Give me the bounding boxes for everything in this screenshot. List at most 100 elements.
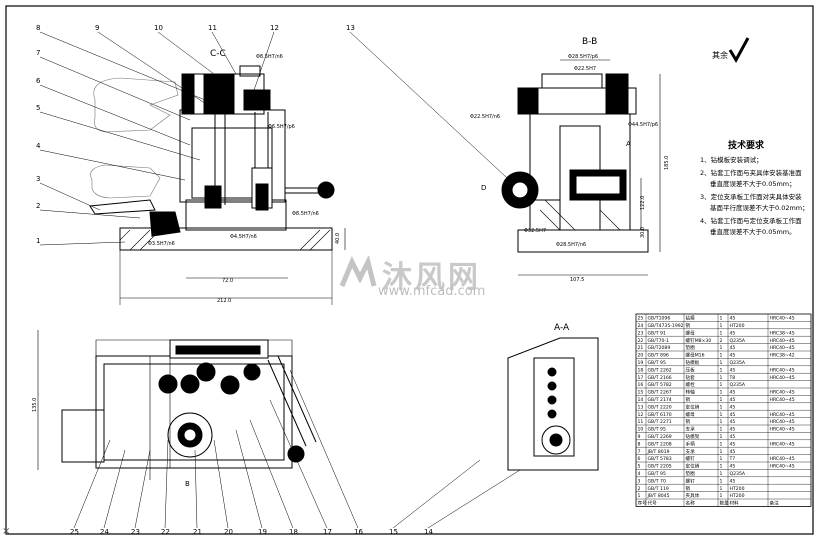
aa-view-label: A-A [554, 323, 570, 333]
svg-text:12: 12 [270, 24, 279, 32]
bom-cell: HRC40~45 [770, 375, 795, 381]
bom-cell: T7 [729, 456, 736, 462]
dim-bb2: Φ22.5H7 [574, 66, 596, 72]
svg-text:9: 9 [95, 24, 99, 32]
bom-cell: 压板 [686, 366, 696, 373]
section-d-mark: D [481, 184, 486, 192]
bb-view-label: B-B [582, 37, 597, 47]
bom-cell: GB/T 2220 [648, 404, 672, 410]
bom-cell: 1 [720, 367, 723, 373]
bom-cell: HRC40~45 [770, 419, 795, 425]
bom-cell: 钻模板 [686, 359, 700, 366]
bom-cell: GB/T 95 [648, 427, 666, 433]
bom-cell: HRC40~45 [770, 427, 795, 433]
bom-cell: 45 [730, 397, 736, 403]
svg-text:1: 1 [36, 237, 40, 245]
bom-cell: 1 [720, 316, 723, 322]
bom-cell: GB/T 95 [648, 360, 666, 366]
bom-cell: JB/T 8045 [647, 493, 670, 499]
bom-cell: 45 [730, 449, 736, 455]
bom-cell: GB/T 2262 [648, 367, 672, 373]
dim-bb1: Φ28.5H7/p6 [568, 54, 598, 60]
bom-cell: 45 [730, 316, 736, 322]
aa-view [507, 337, 599, 471]
corner-mark: × [2, 526, 11, 537]
bom-cell: 1 [720, 434, 723, 440]
bom-cell: 45 [730, 464, 736, 470]
phantom-workpiece [90, 77, 179, 199]
bom-cell: 1 [720, 345, 723, 351]
bom-cell: GB/T 2205 [648, 464, 672, 470]
bom-cell: 钻模架 [686, 433, 700, 440]
bom-cell: 2 [638, 486, 641, 492]
watermark-logo-icon [339, 256, 377, 287]
bom-cell: 1 [720, 360, 723, 366]
svg-text:14: 14 [424, 528, 433, 536]
bom-cell: 20 [638, 353, 644, 359]
bom-cell: HRC40~45 [770, 412, 795, 418]
bom-cell: 1 [720, 382, 723, 388]
dim-bb-h: 185.0 [664, 156, 670, 170]
dim-d3: Φ4.5H7/n6 [230, 234, 257, 240]
bom-cell: 定位销 [686, 403, 700, 410]
bom-cell: HT200 [730, 323, 745, 329]
bom-cell: 45 [730, 412, 736, 418]
bom-cell: GB/T 70 [648, 478, 666, 484]
bom-cell: GB/T4735-1992 [648, 323, 684, 329]
bom-cell: 8 [638, 441, 641, 447]
svg-text:2: 2 [36, 202, 40, 210]
bom-cell: 螺钉 [686, 455, 696, 462]
bom-cell: HRC40~45 [770, 390, 795, 396]
bom-cell: 45 [730, 353, 736, 359]
bom-cell: 45 [730, 441, 736, 447]
bom-cell: HRC40~45 [770, 456, 795, 462]
svg-text:23: 23 [131, 528, 140, 536]
bom-cell: 钻套 [686, 374, 696, 381]
svg-text:3、定位支承板工作面对夹具体安装: 3、定位支承板工作面对夹具体安装 [700, 192, 802, 201]
dim-h1: 40.0 [335, 233, 341, 244]
bom-cell: 1 [720, 330, 723, 336]
bom-footer-cell: 名称 [686, 500, 696, 507]
bom-cell: GB/T 5782 [648, 382, 672, 388]
roughness-label: 其余 [712, 50, 728, 60]
bom-cell: 螺栓 [686, 381, 696, 388]
bom-cell: 45 [730, 345, 736, 351]
bom-cell: HRC38~45 [770, 330, 795, 336]
svg-text:5: 5 [36, 104, 40, 112]
dim-bb-h2: 122.0 [640, 196, 646, 210]
svg-text:8: 8 [36, 24, 40, 32]
bom-cell: 钻模 [686, 315, 696, 322]
svg-text:垂直度误差不大于0.05mm。: 垂直度误差不大于0.05mm。 [710, 227, 796, 236]
bom-cell: GB/T 896 [648, 353, 669, 359]
bom-footer-cell: 代号 [648, 500, 658, 507]
bom-cell: 垫圈 [686, 470, 696, 477]
bom-cell: 支承 [686, 426, 696, 433]
roughness-check-icon [728, 37, 750, 64]
bom-cell: HRC40~45 [770, 397, 795, 403]
section-b-mark: B [185, 480, 190, 488]
bom-cell: HRC38~42 [770, 353, 795, 359]
bom-cell: 45 [730, 390, 736, 396]
bom-cell: T8 [729, 375, 736, 381]
bom-cell: HRC40~45 [770, 464, 795, 470]
bom-cell: 销 [686, 396, 691, 403]
bom-cell: 1 [720, 456, 723, 462]
drawing-frame [5, 5, 814, 535]
callouts-bottom: 25 24 23 22 21 20 19 18 17 16 15 14 [70, 528, 433, 536]
dim-plan-h: 135.0 [32, 398, 38, 412]
cc-view-label: C-C [210, 49, 226, 59]
bom-footer-cell: 序号 [638, 500, 648, 507]
bom-cell: HT200 [730, 486, 745, 492]
svg-text:2、钻套工作面与夹具体安装基准面: 2、钻套工作面与夹具体安装基准面 [700, 168, 802, 177]
bom-cell: 45 [730, 427, 736, 433]
bom-cell: Q235A [730, 382, 746, 388]
bom-cell: 1 [720, 427, 723, 433]
callouts-top: 8 9 10 11 12 13 [36, 24, 355, 32]
bom-cell: 45 [730, 478, 736, 484]
svg-text:18: 18 [289, 528, 298, 536]
bom-cell: HRC40~45 [770, 367, 795, 373]
svg-text:17: 17 [323, 528, 332, 536]
bom-cell: 1 [720, 404, 723, 410]
